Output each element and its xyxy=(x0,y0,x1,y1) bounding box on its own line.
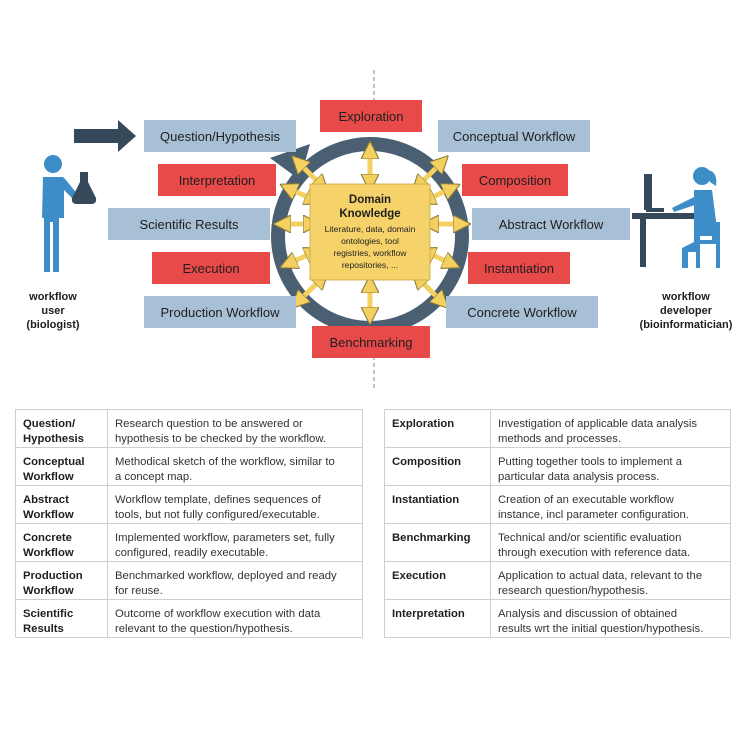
glossary-definition: Application to actual data, relevant to … xyxy=(490,561,731,600)
box-interpretation xyxy=(158,164,276,196)
workflow-lifecycle-diagram: Domain Knowledge Literature, data, domai… xyxy=(26,70,733,390)
developer-body xyxy=(682,190,718,268)
arrow-downleft xyxy=(298,278,322,302)
glossary-term: Instantiation xyxy=(384,485,491,524)
glossary-workflow-types: Question/Hypothesis Research question to… xyxy=(15,409,363,638)
box-interpretation-label: Interpretation xyxy=(179,173,256,188)
box-instantiation-label: Instantiation xyxy=(484,261,554,276)
glossary-definition: Investigation of applicable data analysi… xyxy=(490,409,731,448)
table-row: Instantiation Creation of an executable … xyxy=(384,485,731,524)
arrow-upleft xyxy=(298,162,322,186)
user-label-2: user xyxy=(41,305,65,317)
domain-knowledge-line-3: registries, workflow xyxy=(333,248,407,258)
user-label-1: workflow xyxy=(28,291,77,303)
box-question-hypothesis xyxy=(144,120,296,152)
box-conceptual-workflow xyxy=(438,120,590,152)
box-scientific-results xyxy=(108,208,270,240)
monitor-icon xyxy=(644,174,652,210)
table-row: Question/Hypothesis Research question to… xyxy=(15,409,363,448)
domain-knowledge-line-4: repositories, ... xyxy=(342,260,398,270)
developer-hair xyxy=(708,170,717,186)
arrow-downright xyxy=(418,278,442,302)
developer-label-1: workflow xyxy=(661,291,710,303)
box-execution-label: Execution xyxy=(182,261,239,276)
domain-knowledge-line-2: ontologies, tool xyxy=(341,236,399,246)
user-label-3: (biologist) xyxy=(26,319,79,331)
table-row: Composition Putting together tools to im… xyxy=(384,447,731,486)
glossary-term: Interpretation xyxy=(384,599,491,638)
box-conceptual-workflow-label: Conceptual Workflow xyxy=(453,129,576,144)
box-abstract-workflow xyxy=(472,208,630,240)
glossary-term: Exploration xyxy=(384,409,491,448)
chair-icon xyxy=(696,222,720,268)
box-scientific-results-label: Scientific Results xyxy=(140,217,239,232)
table-row: Exploration Investigation of applicable … xyxy=(384,409,731,448)
flask-icon xyxy=(71,172,97,204)
box-production-workflow-label: Production Workflow xyxy=(161,305,281,320)
domain-knowledge-title-1: Domain xyxy=(349,194,391,206)
desk-leg xyxy=(640,219,646,267)
user-input-arrow xyxy=(74,120,136,152)
developer-label-2: developer xyxy=(660,305,713,317)
box-instantiation xyxy=(468,252,570,284)
workflow-user-figure xyxy=(42,155,97,272)
box-composition xyxy=(462,164,568,196)
glossary-workflow-steps: Exploration Investigation of applicable … xyxy=(384,409,731,638)
glossary-definition: Benchmarked workflow, deployed and ready… xyxy=(107,561,363,600)
monitor-stand xyxy=(646,208,664,212)
desk-top xyxy=(632,213,694,219)
domain-knowledge-box xyxy=(309,183,431,281)
glossary-definition: Methodical sketch of the workflow, simil… xyxy=(107,447,363,486)
table-row: Execution Application to actual data, re… xyxy=(384,561,731,600)
table-row: Interpretation Analysis and discussion o… xyxy=(384,599,731,638)
box-exploration-label: Exploration xyxy=(338,109,403,124)
box-question-hypothesis-label: Question/Hypothesis xyxy=(160,129,280,144)
box-composition-label: Composition xyxy=(479,173,551,188)
box-execution xyxy=(152,252,270,284)
user-body xyxy=(42,177,82,272)
box-concrete-workflow xyxy=(446,296,598,328)
table-row: Benchmarking Technical and/or scientific… xyxy=(384,523,731,562)
box-abstract-workflow-label: Abstract Workflow xyxy=(499,217,604,232)
glossary-term: Question/Hypothesis xyxy=(15,409,108,448)
glossary-term: Composition xyxy=(384,447,491,486)
box-benchmarking-label: Benchmarking xyxy=(329,335,412,350)
box-benchmarking xyxy=(312,326,430,358)
workflow-developer-figure xyxy=(632,167,720,268)
domain-knowledge-line-1: Literature, data, domain xyxy=(325,224,416,234)
glossary-term: Benchmarking xyxy=(384,523,491,562)
user-head xyxy=(44,155,62,173)
arrow-upright xyxy=(418,162,442,186)
glossary-term: Execution xyxy=(384,561,491,600)
domain-knowledge-title-2: Knowledge xyxy=(339,208,400,220)
glossary-definition: Implemented workflow, parameters set, fu… xyxy=(107,523,363,562)
developer-arm xyxy=(672,196,698,212)
developer-head xyxy=(693,167,711,185)
developer-label-3: (bioinformatician) xyxy=(640,319,733,331)
box-concrete-workflow-label: Concrete Workflow xyxy=(467,305,577,320)
box-exploration xyxy=(320,100,422,132)
box-production-workflow xyxy=(144,296,296,328)
